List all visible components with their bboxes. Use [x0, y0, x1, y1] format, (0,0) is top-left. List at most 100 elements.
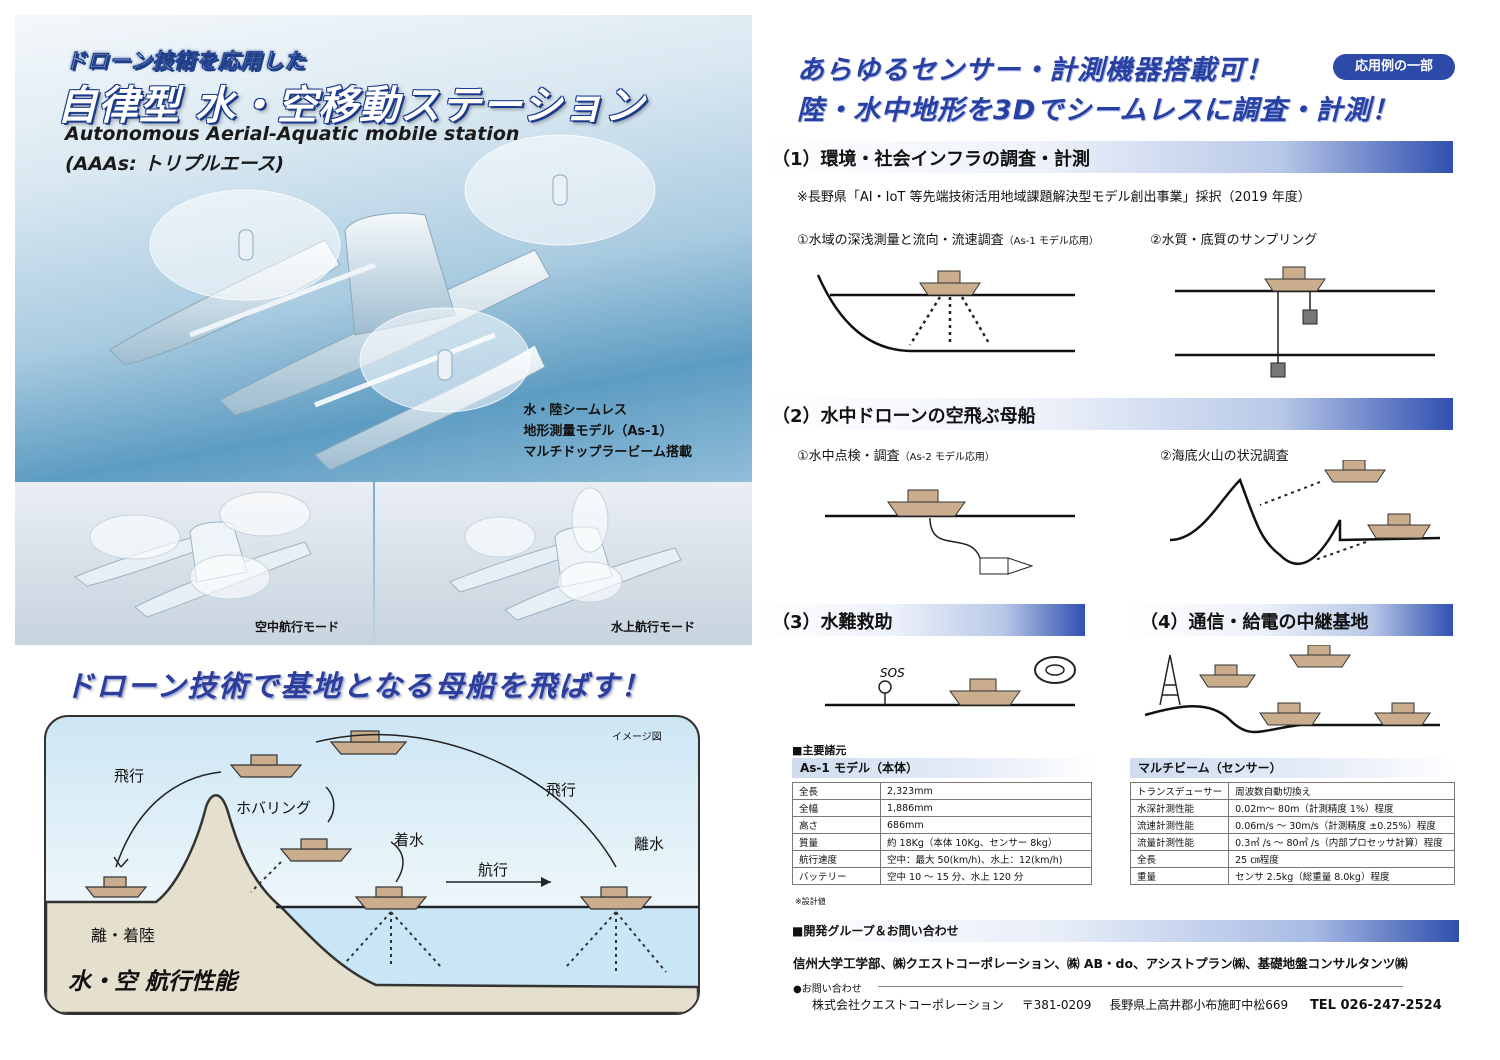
section-4-bar: （4）通信・給電の中継基地	[1128, 604, 1453, 636]
table-row: 航行速度空中：最大 50(km/h)、水上：12(km/h)	[792, 850, 1092, 868]
section-1-note: ※長野県「AI・IoT 等先端技術活用地域課題解決型モデル創出事業」採択（201…	[797, 190, 1311, 205]
examples-badge: 応用例の一部	[1333, 54, 1455, 80]
spec-value: 0.06m/s ～ 30m/s（計測精度 ±0.25%）程度	[1228, 816, 1455, 834]
spec-key: 全長	[792, 782, 881, 800]
water-mode-label: 水上航行モード	[611, 620, 696, 634]
section-3-title: （3）水難救助	[772, 612, 893, 633]
spec-value: 25 ㎝程度	[1228, 850, 1455, 868]
spec-value: 686mm	[880, 816, 1092, 834]
spec-key: 質量	[792, 833, 881, 851]
spec-value: 周波数自動切換え	[1228, 782, 1455, 800]
contact-heading: ●お問い合わせ	[793, 984, 862, 995]
spec-key: 高さ	[792, 816, 881, 834]
spec-value: 0.02m～ 80m（計測精度 1%）程度	[1228, 799, 1455, 817]
section-2-illustrations	[825, 460, 1441, 575]
section-3-bar: （3）水難救助	[760, 604, 1085, 636]
hero-title-abbreviation: (AAAs: トリプルエース)	[65, 153, 285, 175]
section-1-sub-1-note: （As-1 モデル応用）	[1003, 236, 1099, 247]
table-row: 重量センサ 2.5kg（総重量 8.0kg）程度	[1129, 867, 1455, 885]
fly-right-label: 飛行	[546, 781, 577, 799]
hover-label: ホバリング	[236, 799, 312, 817]
spec-value: 0.3㎥ /s ～ 80㎥ /s（内部プロセッサ計算）程度	[1228, 833, 1455, 851]
spec-key: 航行速度	[792, 850, 881, 868]
section-1-title: （1）環境・社会インフラの調査・計測	[772, 149, 1090, 170]
hero-caption-line: 地形測量モデル（As-1）	[523, 424, 673, 439]
hero-title: 自律型 水・空移動ステーション	[57, 83, 646, 129]
spec-key: 全幅	[792, 799, 881, 817]
hero-title-english: Autonomous Aerial-Aquatic mobile station	[65, 123, 520, 145]
takeoff-label: 離水	[634, 835, 665, 853]
spec-key: 流速計測性能	[1129, 816, 1230, 834]
section-1-bar: （1）環境・社会インフラの調査・計測	[760, 141, 1453, 173]
section-2-title: （2）水中ドローンの空飛ぶ母船	[772, 406, 1036, 427]
spec-value: センサ 2.5kg（総重量 8.0kg）程度	[1228, 867, 1455, 885]
contact-divider	[878, 986, 1403, 987]
spec-value: 1,886mm	[880, 799, 1092, 817]
image-label: イメージ図	[612, 732, 662, 743]
table-row: 質量約 18Kg（本体 10Kg、センサー 8kg）	[792, 833, 1092, 851]
section-2-sub-1: ①水中点検・調査（As-2 モデル応用）	[797, 445, 995, 464]
contact-postal: 〒381-0209	[1021, 998, 1092, 1012]
spec-key: 水深計測性能	[1129, 799, 1230, 817]
air-mode-label: 空中航行モード	[255, 620, 340, 634]
section-2-bar: （2）水中ドローンの空飛ぶ母船	[760, 398, 1453, 430]
contact-tel: TEL 026-247-2524	[1309, 998, 1442, 1013]
section-2-sub-1-text: ①水中点検・調査	[797, 449, 900, 464]
water-mode-panel: 水上航行モード	[375, 482, 752, 645]
section-4-illustration	[1144, 645, 1440, 734]
table-row: バッテリー空中 10 ～ 15 分、水上 120 分	[792, 867, 1092, 885]
scene-illustration	[46, 730, 698, 1013]
section-1-sub-1-text: ①水域の深浅測量と流向・流速調査	[797, 233, 1004, 248]
development-members: 信州大学工学部、㈱クエストコーポレーション、㈱ AB・do、アシストプラン㈱、基…	[793, 956, 1408, 971]
spec-key: トランスデューサー	[1129, 782, 1230, 800]
spec-value: 約 18Kg（本体 10Kg、センサー 8kg）	[880, 833, 1092, 851]
section-2-sub-2: ②海底火山の状況調査	[1160, 449, 1289, 464]
section-1-sub-2: ②水質・底質のサンプリング	[1150, 233, 1318, 248]
navigation-scene-diagram: イメージ図 飛行 飛行 ホバリング 着水 航行 離水 離・着陸 水・空 航行性能	[44, 715, 700, 1015]
land-label: 離・着陸	[91, 926, 156, 945]
development-title: ■開発グループ＆お問い合わせ	[788, 920, 1459, 942]
air-mode-drone-image	[74, 491, 312, 618]
cruise-label: 航行	[478, 861, 509, 879]
splash-label: 着水	[394, 831, 425, 849]
section-1-illustrations	[816, 266, 1435, 378]
specs-footnote: ※設計値	[795, 897, 826, 906]
section-2-sub-1-note: （As-2 モデル応用）	[899, 452, 995, 463]
spec-value: 空中：最大 50(km/h)、水上：12(km/h)	[880, 850, 1092, 868]
body-spec-title: As-1 モデル（本体）	[792, 758, 1100, 778]
air-mode-panel: 空中航行モード	[15, 482, 373, 645]
spec-value: 空中 10 ～ 15 分、水上 120 分	[880, 867, 1092, 885]
slogan: ドローン技術で基地となる母船を飛ばす！	[65, 669, 652, 703]
drone-illustration	[109, 134, 656, 471]
hero-caption-line: マルチドップラービーム搭載	[523, 445, 692, 460]
contact-info: 株式会社クエストコーポレーション 〒381-0209 長野県上高井郡小布施町中松…	[812, 996, 1442, 1013]
headline-2: 陸・水中地形を3Dでシームレスに調査・計測！	[797, 95, 1400, 126]
hero-caption-line: 水・陸シームレス	[523, 403, 627, 418]
hero-kicker: ドローン技術を応用した	[65, 49, 306, 74]
headline-1: あらゆるセンサー・計測機器搭載可！	[797, 55, 1273, 86]
sensor-spec-title: マルチビーム（センサー）	[1130, 758, 1456, 778]
contact-company: 株式会社クエストコーポレーション	[812, 998, 1004, 1012]
spec-key: バッテリー	[792, 867, 881, 885]
section-1-sub-1: ①水域の深浅測量と流向・流速調査（As-1 モデル応用）	[797, 229, 1099, 248]
spec-value: 2,323mm	[880, 782, 1092, 800]
sos-text: SOS	[880, 666, 905, 680]
section-4-title: （4）通信・給電の中継基地	[1140, 612, 1369, 633]
table-row: トランスデューサー周波数自動切換え	[1129, 782, 1455, 800]
fly-left-label: 飛行	[114, 767, 145, 785]
specs-heading: ■主要諸元	[792, 744, 847, 757]
spec-key: 重量	[1129, 867, 1230, 885]
contact-address: 長野県上高井郡小布施町中松669	[1109, 998, 1289, 1012]
spec-key: 全長	[1129, 850, 1230, 868]
hero-caption: 水・陸シームレス 地形測量モデル（As-1） マルチドップラービーム搭載	[523, 400, 692, 463]
hero-banner: ドローン技術を応用した 自律型 水・空移動ステーション Autonomous A…	[15, 15, 752, 645]
section-3-illustration: SOS	[825, 656, 1076, 707]
